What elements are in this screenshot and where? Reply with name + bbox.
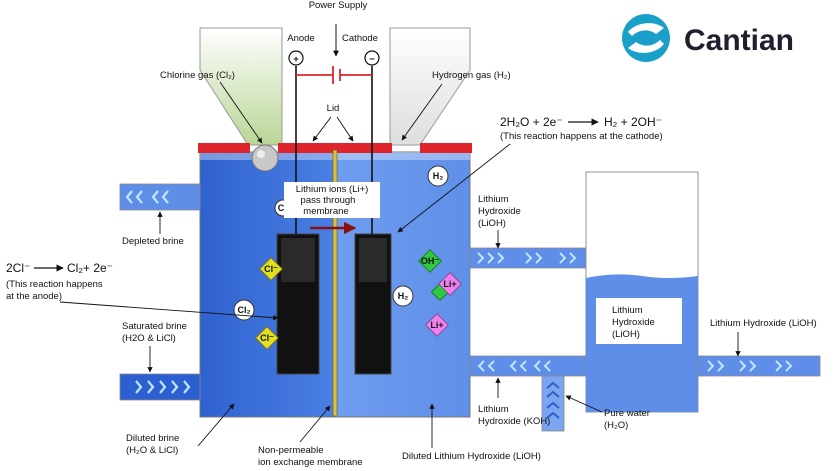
hydrogen-gas-pointer [401, 83, 443, 141]
saturated-brine-flow [135, 380, 191, 394]
depleted-brine-flow [125, 190, 169, 204]
chloride-ion-upper: Cl⁻ [259, 257, 283, 281]
svg-text:Cl⁻: Cl⁻ [264, 264, 278, 274]
lioh-tank-line2: Hydroxide [612, 317, 655, 328]
saturated-brine-line2: (H2O & LiCl) [122, 333, 176, 344]
lithium-ions-line1: Lithium ions (Li+) [296, 184, 369, 195]
chlorine-gas-label: Chlorine gas (Cl₂) [160, 70, 235, 81]
hydrogen-gas-label: Hydrogen gas (H₂) [432, 70, 511, 81]
diluted-brine-pointer [197, 403, 235, 447]
chlorine-bubble-shine [257, 150, 265, 158]
lid-left [198, 143, 250, 153]
cathode-reaction-pointer [397, 143, 511, 233]
koh-line1: Lithium [478, 404, 509, 415]
lioh-top-flow [477, 252, 577, 264]
cantian-logo-text: Cantian [684, 24, 794, 57]
lioh-top-line2: Hydroxide [478, 206, 521, 217]
pure-water-line1: Pure water [604, 408, 650, 419]
cantian-logo-mark [622, 14, 670, 62]
cathode-terminal [364, 50, 380, 66]
cantian-logo: Cantian [622, 14, 794, 62]
svg-text:H₂: H₂ [398, 291, 409, 301]
depleted-brine-pipe [119, 183, 201, 211]
anode-plus-sign: + [293, 54, 299, 65]
lithium-ion-upper: Li+ [438, 272, 462, 296]
svg-text:OH⁻: OH⁻ [421, 256, 440, 266]
svg-text:H₂: H₂ [433, 171, 444, 181]
cathode-minus-sign: − [369, 54, 375, 65]
anode-note-line2: at the anode) [6, 291, 62, 302]
anode-reaction-reactants: 2Cl⁻ [6, 261, 30, 275]
anode-electrode-highlight [281, 238, 315, 282]
cathode-reaction-note: (This reaction happens at the cathode) [500, 131, 663, 142]
chloride-ion-lower: Cl⁻ [255, 326, 279, 350]
koh-line2: Hydroxide (KOH) [478, 416, 550, 427]
svg-text:Li+: Li+ [430, 320, 443, 330]
lithium-ion-lower: Li+ [425, 313, 449, 337]
depleted-brine-label: Depleted brine [122, 236, 184, 247]
cantian-logo-swoosh-bottom [628, 40, 664, 53]
anode-reaction-pointer [59, 301, 279, 321]
cathode-reaction-products: H₂ + 2OH⁻ [604, 115, 662, 129]
anode-label: Anode [287, 33, 314, 44]
h2-molecule-top: H₂ [427, 165, 449, 187]
cathode-electrode-highlight [359, 238, 387, 282]
membrane-line2: ion exchange membrane [258, 457, 363, 468]
diluted-brine-line2: (H₂O & LiCl) [126, 445, 178, 456]
chlorine-gas-pointer [219, 81, 263, 144]
white-box-between [469, 267, 587, 357]
cantian-logo-swoosh-top [628, 23, 664, 36]
lid-pointer-left [312, 116, 332, 142]
koh-flow [477, 360, 551, 372]
lid-pointer-right [336, 116, 354, 142]
svg-text:Cl₂: Cl₂ [238, 305, 251, 315]
pure-water-pointer [565, 395, 603, 413]
membrane-pointer [299, 405, 331, 443]
diluted-brine-line1: Diluted brine [126, 433, 179, 444]
hydrogen-chimney [389, 27, 471, 146]
hydroxide-ion: OH⁻ [418, 249, 442, 273]
lioh-tank-line1: Lithium [612, 305, 643, 316]
pure-water-line2: (H₂O) [604, 420, 628, 431]
lid-label: Lid [327, 103, 340, 114]
pure-water-flow [546, 381, 560, 419]
membrane-line1: Non-permeable [258, 445, 323, 456]
cathode-reaction-reactants: 2H₂O + 2e⁻ [500, 115, 563, 129]
lithium-ions-label-box [284, 182, 380, 218]
ion-exchange-membrane [332, 149, 338, 417]
chlorine-gas-bubble [251, 144, 279, 172]
anode-reaction-products: Cl₂+ 2e⁻ [67, 261, 113, 275]
lioh-top-line3: (LiOH) [478, 218, 506, 229]
lioh-out-flow [707, 360, 793, 372]
lioh-out-label: Lithium Hydroxide (LiOH) [710, 318, 817, 329]
cathode-label: Cathode [342, 33, 378, 44]
lioh-tank-line3: (LiOH) [612, 329, 640, 340]
anode-terminal [288, 50, 304, 66]
lioh-top-pipe [469, 247, 587, 269]
koh-pipe [469, 355, 587, 377]
lid-right [420, 143, 472, 153]
svg-text:Cl⁻: Cl⁻ [260, 333, 274, 343]
saturated-brine-pipe [119, 373, 201, 401]
h2-molecule-bottom: H₂ [392, 285, 414, 307]
lithium-ions-line2: pass through [301, 195, 356, 206]
anode-note-line1: (This reaction happens [6, 279, 103, 290]
saturated-brine-line1: Saturated brine [122, 321, 187, 332]
lioh-top-line1: Lithium [478, 194, 509, 205]
cl2-molecule: Cl₂ [233, 299, 255, 321]
lid-center [278, 143, 392, 153]
svg-text:C: C [278, 203, 285, 213]
power-supply-label: Power Supply [309, 0, 368, 11]
svg-text:Li+: Li+ [443, 279, 456, 289]
lithium-ions-line3: membrane [303, 206, 348, 217]
lioh-out-pipe [697, 355, 821, 377]
chlorine-chimney [199, 27, 283, 146]
lioh-tank-label-box [596, 298, 682, 344]
power-supply-circuit [296, 66, 372, 84]
diluted-lioh-label: Diluted Lithium Hydroxide (LiOH) [402, 451, 541, 462]
